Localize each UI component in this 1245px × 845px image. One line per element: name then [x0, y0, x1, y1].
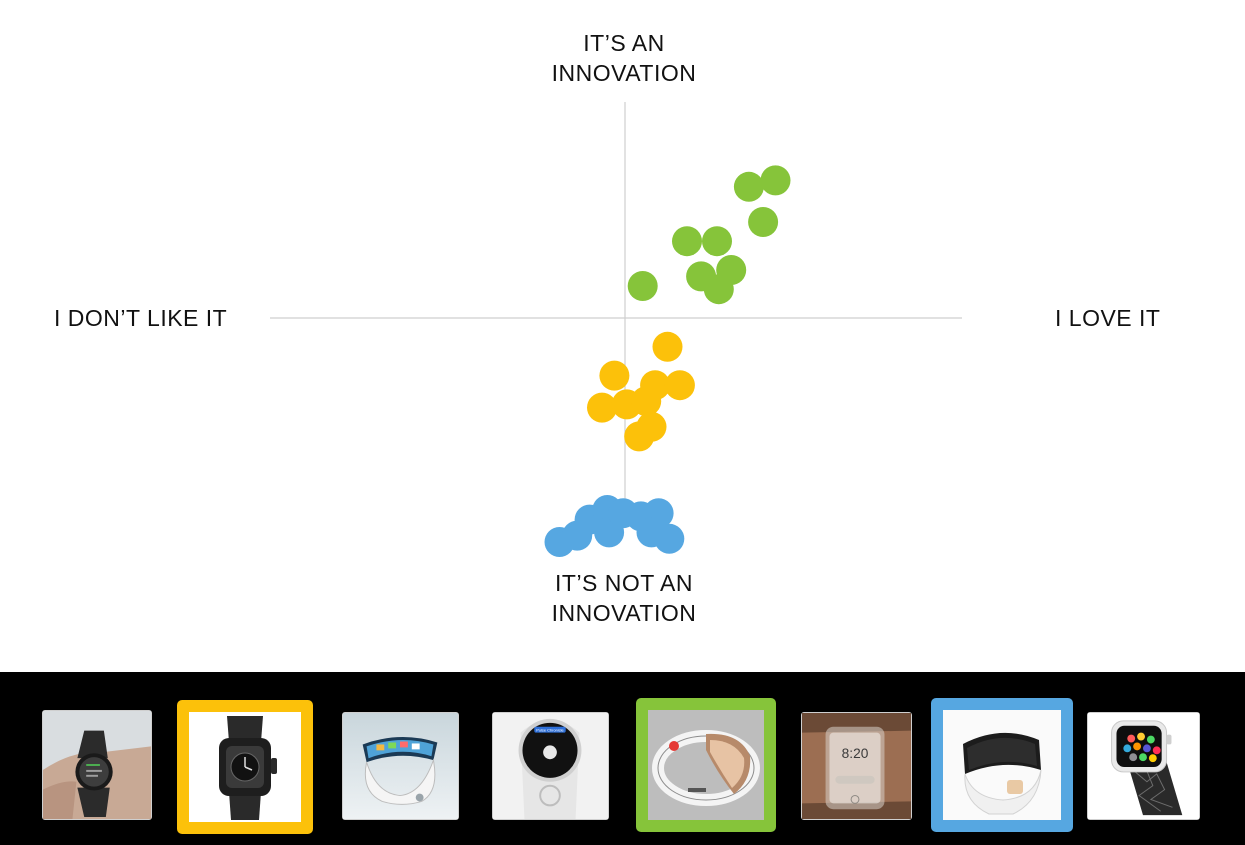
point-s1-9 — [748, 207, 779, 237]
point-s1-8 — [760, 165, 791, 196]
round-smartwatch-image — [43, 711, 151, 819]
point-s2-6 — [640, 370, 671, 401]
thumbnail-strip: Pulse Chronicle 8:20 — [0, 672, 1245, 845]
point-s1-3 — [702, 226, 732, 257]
axis-label-not-innovation-text: IT’S NOT AN INNOVATION — [551, 570, 697, 626]
axis-label-dont-like: I DON’T LIKE IT — [54, 305, 228, 331]
point-s1-1 — [627, 271, 658, 301]
thumbnail-7[interactable] — [931, 698, 1073, 832]
point-s1-6 — [716, 255, 747, 285]
thumbnail-4[interactable]: Pulse Chronicle — [492, 712, 609, 820]
round-apple-concept-image: Pulse Chronicle — [493, 713, 608, 820]
axis-label-not-innovation: IT’S NOT AN INNOVATION — [494, 568, 754, 628]
thumbnail-5[interactable] — [636, 698, 776, 832]
point-s1-7 — [733, 171, 764, 202]
point-s1-2 — [672, 226, 702, 257]
point-s2-2 — [599, 360, 630, 391]
thumbnail-2[interactable] — [177, 700, 313, 834]
curved-bangle-image — [343, 713, 458, 820]
axis-label-love: I LOVE IT — [1055, 305, 1161, 331]
rugged-watch-image — [189, 712, 301, 822]
white-curved-watch-image — [943, 710, 1061, 820]
thumbnail-3[interactable] — [342, 712, 459, 820]
point-s2-9 — [624, 421, 655, 452]
thumbnail-8[interactable] — [1087, 712, 1200, 820]
point-s2-3 — [587, 392, 617, 423]
thumbnail-1[interactable] — [42, 710, 152, 820]
point-s2-7 — [664, 370, 695, 401]
axis-label-innovation: IT’S AN INNOVATION — [494, 28, 754, 88]
display-time-text: 8:20 — [842, 746, 869, 761]
scatter-chart — [270, 102, 962, 557]
oval-bangle-image — [648, 710, 764, 820]
scatter-points — [544, 165, 791, 557]
transparent-display-image: 8:20 — [802, 713, 911, 820]
thumbnail-6[interactable]: 8:20 — [801, 712, 912, 820]
geometric-band-watch-image — [1088, 713, 1199, 820]
point-s3-10 — [654, 523, 685, 554]
watch-face-text: Pulse Chronicle — [536, 728, 563, 733]
axis-label-innovation-text: IT’S AN INNOVATION — [551, 30, 697, 86]
point-s2-1 — [652, 331, 683, 362]
